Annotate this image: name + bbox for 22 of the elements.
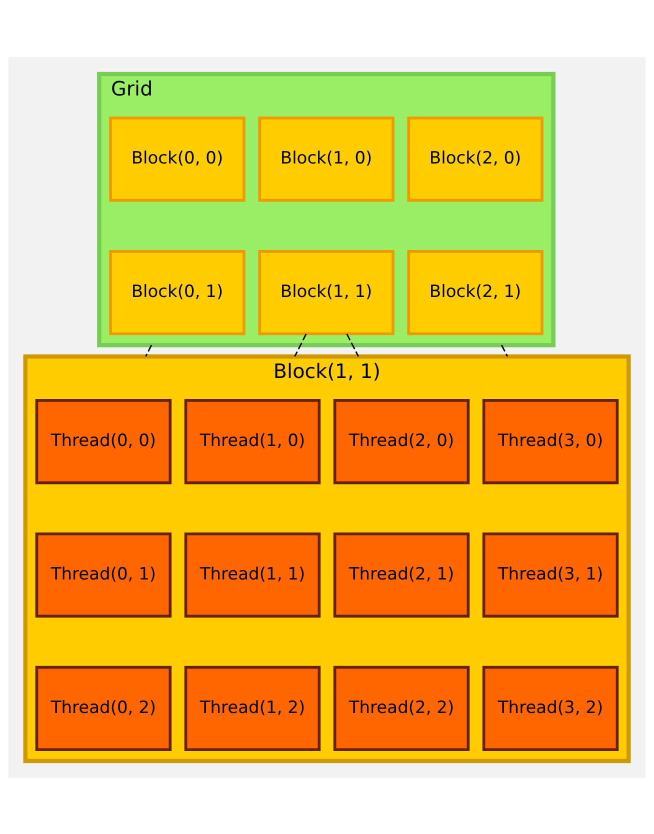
connector [346,333,360,356]
node-box: Block(2, 1) [407,250,544,335]
node-box: Block(1, 0) [258,116,394,202]
node-box: Thread(2, 1) [333,532,470,618]
node-box: Block(0, 0) [109,116,246,202]
node-box: Thread(0, 0) [35,398,172,484]
node-box: Thread(2, 0) [333,398,470,484]
node-box: Thread(3, 2) [482,665,619,751]
node-box: Thread(1, 2) [184,665,321,751]
node-box: Block(1, 1) [258,250,394,335]
node-box: Thread(3, 0) [482,398,619,484]
connector [500,344,508,356]
node-box: Thread(1, 1) [184,532,321,618]
connector [145,344,152,356]
node-box: Thread(2, 2) [333,665,470,751]
connector [294,333,307,356]
node-box: Thread(0, 1) [35,532,172,618]
node-box: Thread(0, 2) [35,665,172,751]
node-box: Thread(3, 1) [482,532,619,618]
node-box: Block(0, 1) [109,250,246,335]
node-box: Thread(1, 0) [184,398,321,484]
node-box: Block(2, 0) [407,116,544,202]
